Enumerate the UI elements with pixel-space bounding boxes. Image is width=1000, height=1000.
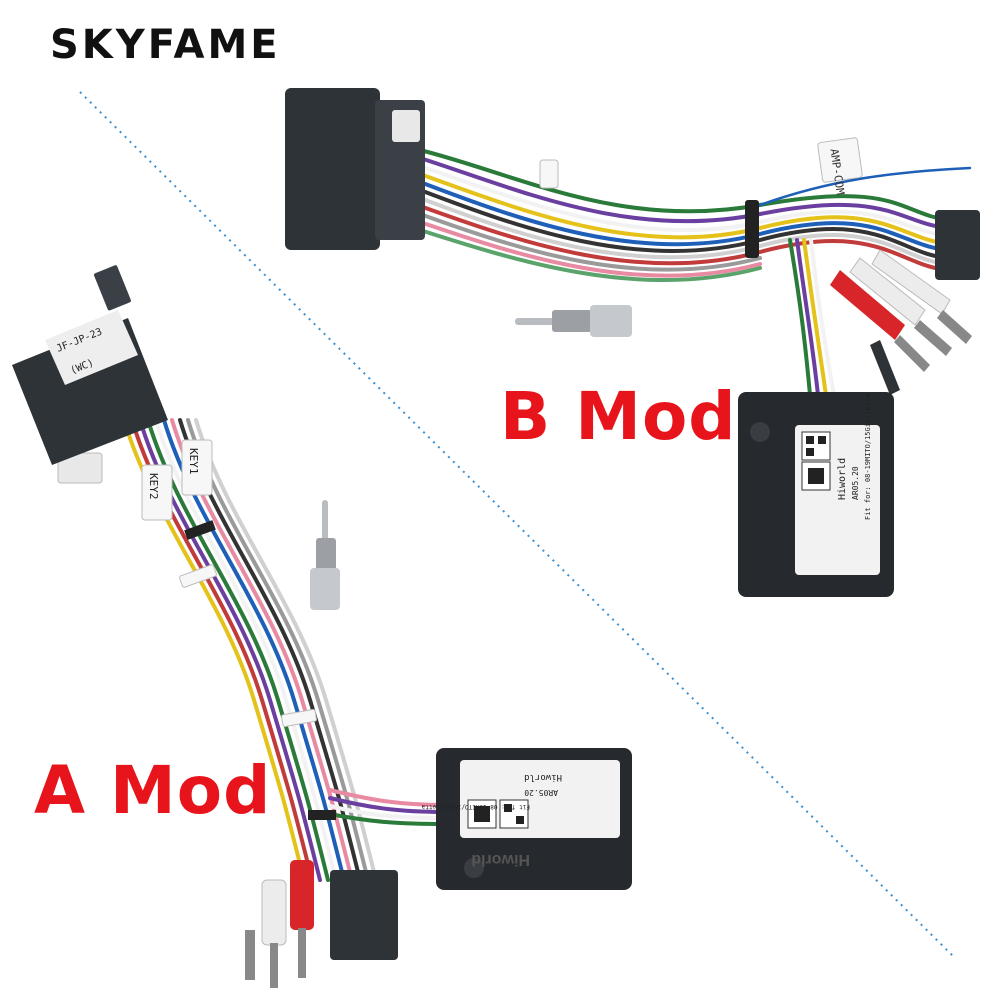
connector-b-main bbox=[285, 88, 380, 250]
decoder-b-brand: Hiworld bbox=[837, 458, 848, 500]
decoder-b-model: AR05.20 bbox=[851, 466, 860, 500]
decoder-a-brand: Hiworld bbox=[524, 772, 562, 782]
a-mod-label: A Mod bbox=[34, 752, 272, 829]
decoder-b-fit: Fit for: 08-19MITO/15Giulietta bbox=[864, 394, 872, 520]
brand-logo: SKYFAME bbox=[50, 22, 281, 68]
tag-amp-com: AMP-COM bbox=[827, 148, 846, 196]
tag-key2: KEY2 bbox=[147, 473, 160, 500]
tag-key1: KEY1 bbox=[187, 448, 200, 475]
antenna-adapter-b bbox=[515, 305, 632, 337]
decoder-a-model: AR05.20 bbox=[524, 788, 558, 797]
connector-a-bottom bbox=[330, 870, 398, 960]
decoder-box-b: Hiworld AR05.20 Fit for: 08-19MITO/15Giu… bbox=[738, 392, 894, 597]
connector-a-main: JF-JP-23 (WC) bbox=[12, 265, 168, 465]
rca-plugs-a bbox=[245, 860, 314, 988]
b-mod-label: B Mod bbox=[500, 378, 737, 455]
harness-a: KEY1 KEY2 JF-JP-23 (WC) bbox=[12, 265, 632, 988]
harness-b: AMP-COM bbox=[285, 88, 980, 597]
rca-plugs-b bbox=[830, 249, 972, 395]
decoder-a-embossed-brand: Hiworld bbox=[471, 851, 530, 868]
decoder-a-fit: Fit for: 08-19MITO/15Giulietta bbox=[421, 803, 530, 810]
antenna-adapter-a bbox=[310, 500, 340, 610]
decoder-box-a: Hiworld AR05.20 Fit for: 08-19MITO/15Giu… bbox=[421, 748, 632, 890]
